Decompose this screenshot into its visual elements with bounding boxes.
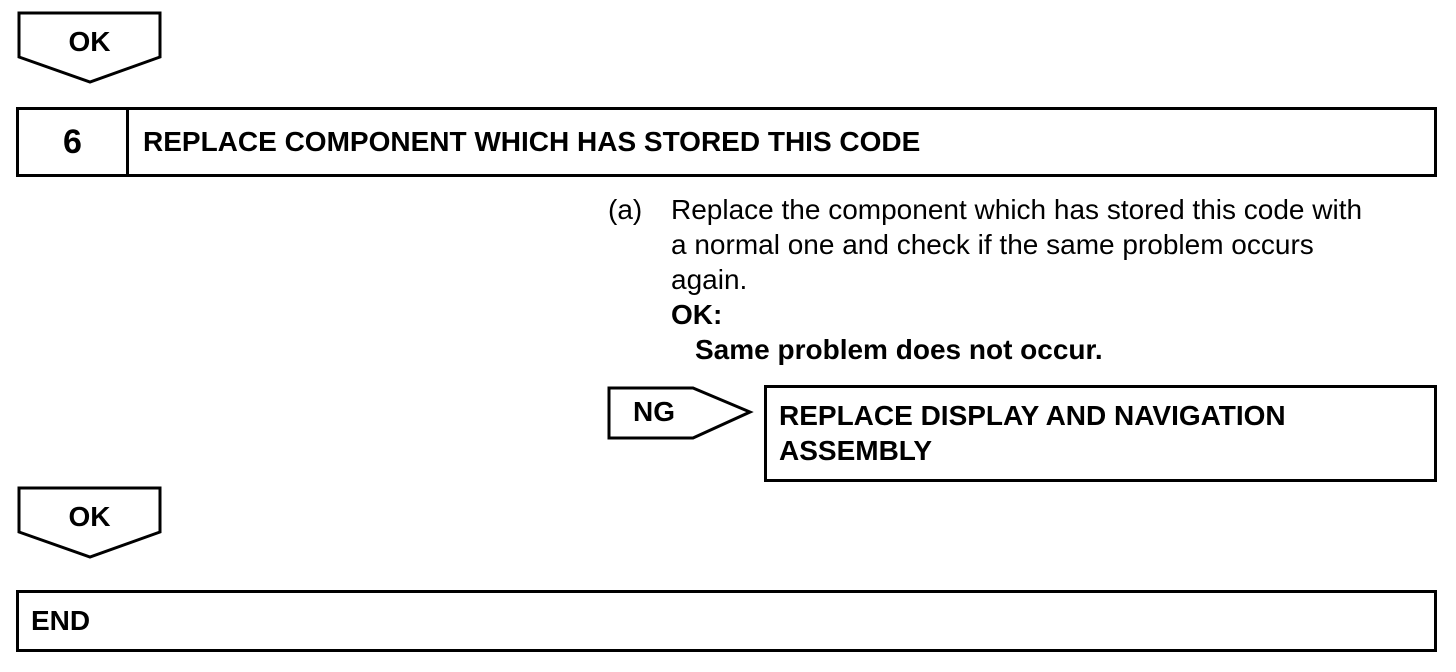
ng-result-line-1: REPLACE DISPLAY AND NAVIGATION	[779, 400, 1286, 431]
ng-arrow	[607, 386, 754, 440]
ok-condition: Same problem does not occur.	[695, 334, 1103, 365]
step-header: 6 REPLACE COMPONENT WHICH HAS STORED THI…	[16, 107, 1437, 177]
ok-arrow-bottom	[17, 486, 162, 559]
ng-result-text: REPLACE DISPLAY AND NAVIGATION ASSEMBLY	[779, 398, 1419, 468]
ng-result-line-2: ASSEMBLY	[779, 435, 933, 466]
instruction-line-3: again.	[671, 264, 748, 295]
instruction-line-1: Replace the component which has stored t…	[671, 194, 1363, 225]
ng-result-box: REPLACE DISPLAY AND NAVIGATION ASSEMBLY	[764, 385, 1437, 482]
ok-label-top: OK	[68, 26, 111, 57]
step-number: 6	[19, 110, 129, 174]
ok-arrow-top	[17, 11, 162, 84]
end-box: END	[16, 590, 1437, 652]
instruction-line-2: a normal one and check if the same probl…	[671, 229, 1314, 260]
ng-label: NG	[633, 396, 675, 427]
ok-label-bottom: OK	[68, 501, 111, 532]
instruction-marker: (a)	[608, 194, 643, 225]
step-title: REPLACE COMPONENT WHICH HAS STORED THIS …	[143, 126, 921, 157]
end-label: END	[31, 605, 91, 636]
ok-heading: OK:	[671, 299, 723, 330]
instruction-body: Replace the component which has stored t…	[671, 192, 1441, 367]
